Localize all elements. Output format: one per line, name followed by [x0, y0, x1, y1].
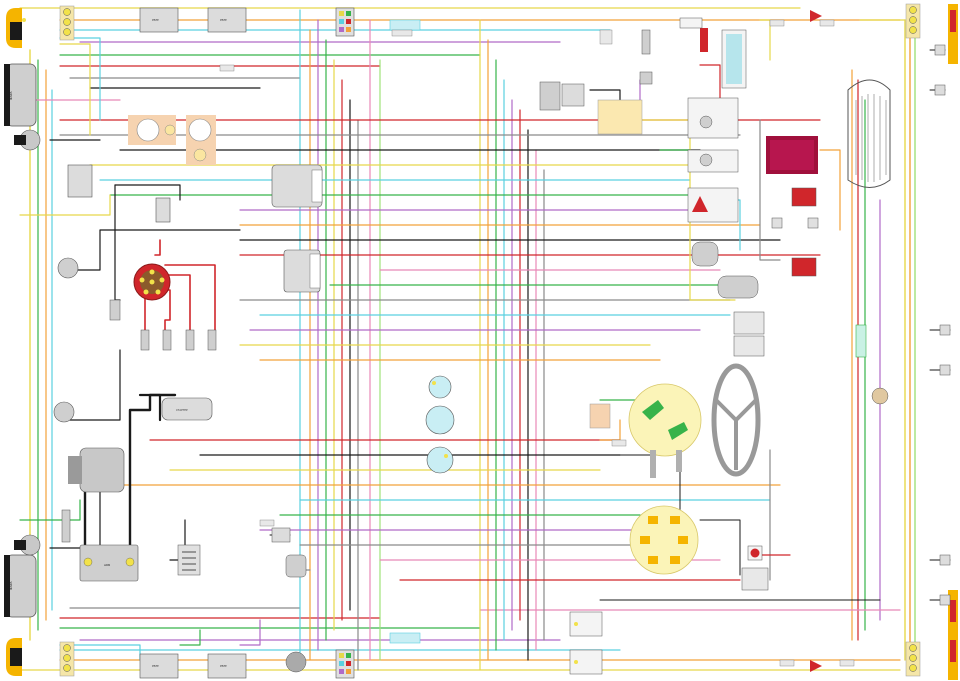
fuse-strip-right [855, 324, 867, 358]
hazard-switch-panel [687, 187, 739, 223]
top-small-box [679, 17, 703, 29]
ignition-coil [155, 197, 171, 223]
instrument-switch-block [539, 81, 643, 135]
relay-bottom-1: РЕЛЕ [139, 653, 179, 679]
generator [68, 447, 125, 493]
socket-panel-2 [186, 115, 216, 165]
small-connectors [219, 19, 855, 667]
label-box-top [389, 19, 421, 31]
socket-panel-1 [128, 115, 176, 145]
relay-bottom-1-label: РЕЛЕ [152, 664, 159, 668]
turn-signal-left-front [6, 8, 26, 48]
headlight-left-front: ФАРА [4, 63, 37, 127]
ignition-switch [629, 505, 699, 575]
side-lamps-right [934, 44, 951, 606]
spark-plugs [140, 329, 217, 351]
top-switch [641, 29, 651, 55]
rear-switch-block-2 [569, 649, 603, 675]
rear-window-heater [766, 136, 818, 174]
rear-window-grid [847, 79, 891, 188]
battery-label: АКБ [104, 563, 110, 567]
steering-wheel [711, 363, 761, 477]
tail-light-right-top [948, 4, 958, 64]
starter-motor: СТАРТЕР [161, 397, 213, 421]
distributor [133, 263, 171, 301]
indicator-panel-1 [687, 97, 739, 139]
fog-lamp-left-rear [14, 534, 41, 556]
wiper-motor [691, 241, 719, 267]
washer-pump [285, 554, 307, 578]
fuse-holder-left [61, 509, 71, 543]
headlight-left-rear: ФАРА [4, 554, 37, 618]
oil-pressure-sensor [109, 299, 121, 321]
rear-switch-block-1 [569, 611, 603, 637]
brake-lamp-switch [791, 187, 817, 207]
relay-bottom-2-label: РЕЛЕ [220, 664, 227, 668]
connector-block-right-bottom [905, 641, 921, 677]
connector-block-left-bottom [59, 641, 75, 677]
small-switch-left [271, 527, 291, 543]
connector-block-right-top [905, 3, 921, 39]
wiper-relay [67, 164, 93, 198]
starter-label: СТАРТЕР [176, 408, 188, 412]
lamp-right-round [871, 387, 889, 405]
relay-top-1-label: РЕЛЕ [152, 18, 159, 22]
heater-fan-block [177, 544, 201, 576]
fuse-box-top [335, 7, 355, 37]
headlight-left-front-label: ФАРА [9, 91, 13, 100]
label-box-bottom [389, 632, 421, 644]
cigarette-lighter [639, 71, 653, 85]
relay-top-1: РЕЛЕ [139, 7, 179, 33]
steering-column-switch [628, 383, 702, 478]
horn-top [57, 257, 79, 279]
headlight-left-rear-label: ФАРА [9, 581, 13, 590]
seat-heater-switch [741, 567, 769, 591]
fog-lamp-left [14, 129, 41, 151]
relay-top-2-label: РЕЛЕ [220, 18, 227, 22]
relay-top-2: РЕЛЕ [207, 7, 247, 33]
ignition-connector [589, 403, 611, 429]
connector-block-left-top [59, 5, 75, 41]
red-button [747, 545, 763, 561]
light-switch-panel [733, 311, 765, 357]
gauge-cluster [425, 375, 455, 474]
indicator-panel-2 [687, 149, 739, 173]
turn-signal-left-rear [6, 638, 22, 676]
reverse-lamp-switch [791, 257, 817, 277]
lamp-round-bottom [285, 651, 307, 673]
dashboard-lamp-top [700, 28, 747, 89]
hazard-markers [810, 10, 822, 672]
fuse-box-bottom [335, 649, 355, 679]
horn-bottom [53, 401, 75, 423]
relay-bottom-2: РЕЛЕ [207, 653, 247, 679]
heater-motor [717, 275, 759, 299]
battery: АКБ [79, 544, 139, 582]
sensor-right [771, 217, 819, 229]
voltage-regulator [271, 164, 323, 208]
wire-harness [19, 7, 951, 671]
relay-controller [283, 249, 321, 293]
tail-light-right-bottom [948, 590, 958, 680]
